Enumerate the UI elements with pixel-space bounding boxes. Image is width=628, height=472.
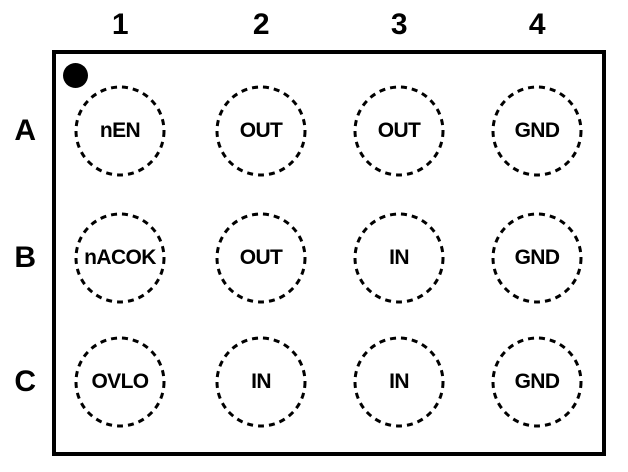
pad-label-a4: GND	[514, 119, 560, 142]
pin-1-dot-icon	[63, 63, 88, 88]
pad-a4[interactable]: GND	[491, 85, 583, 177]
pad-b4[interactable]: GND	[491, 212, 583, 304]
pad-a3[interactable]: OUT	[353, 85, 445, 177]
pad-circle-icon	[215, 336, 307, 428]
pad-label-c3: IN	[389, 370, 409, 393]
pad-label-b1: nACOK	[84, 246, 156, 269]
column-header-2: 2	[252, 8, 270, 41]
column-header-1: 1	[111, 8, 129, 41]
pad-c1[interactable]: OVLO	[74, 336, 166, 428]
pad-b1[interactable]: nACOK	[74, 212, 166, 304]
pad-label-b3: IN	[389, 246, 409, 269]
pad-circle-icon	[74, 212, 166, 304]
row-header-a: A	[14, 114, 36, 147]
pad-circle-icon	[353, 85, 445, 177]
pad-label-a2: OUT	[239, 119, 283, 142]
pad-circle-icon	[74, 336, 166, 428]
pad-circle-icon	[491, 212, 583, 304]
pad-c3[interactable]: IN	[353, 336, 445, 428]
pad-circle-icon	[491, 336, 583, 428]
pad-label-b4: GND	[514, 246, 560, 269]
column-header-4: 4	[528, 8, 546, 41]
pad-label-b2: OUT	[239, 246, 283, 269]
package-outline	[52, 50, 606, 456]
pad-c4[interactable]: GND	[491, 336, 583, 428]
pad-label-a1: nEN	[99, 119, 141, 142]
pad-label-c2: IN	[251, 370, 271, 393]
row-header-b: B	[14, 241, 36, 274]
pad-circle-icon	[215, 212, 307, 304]
pad-circle-icon	[353, 212, 445, 304]
pad-circle-icon	[74, 85, 166, 177]
pad-circle-icon	[353, 336, 445, 428]
row-header-c: C	[14, 365, 36, 398]
pad-c2[interactable]: IN	[215, 336, 307, 428]
pad-b3[interactable]: IN	[353, 212, 445, 304]
pad-label-a3: OUT	[377, 119, 421, 142]
pad-circle-icon	[491, 85, 583, 177]
pad-a2[interactable]: OUT	[215, 85, 307, 177]
pad-b2[interactable]: OUT	[215, 212, 307, 304]
pad-circle-icon	[215, 85, 307, 177]
pad-label-c1: OVLO	[91, 370, 149, 393]
pad-a1[interactable]: nEN	[74, 85, 166, 177]
pad-label-c4: GND	[514, 370, 560, 393]
column-header-3: 3	[390, 8, 408, 41]
